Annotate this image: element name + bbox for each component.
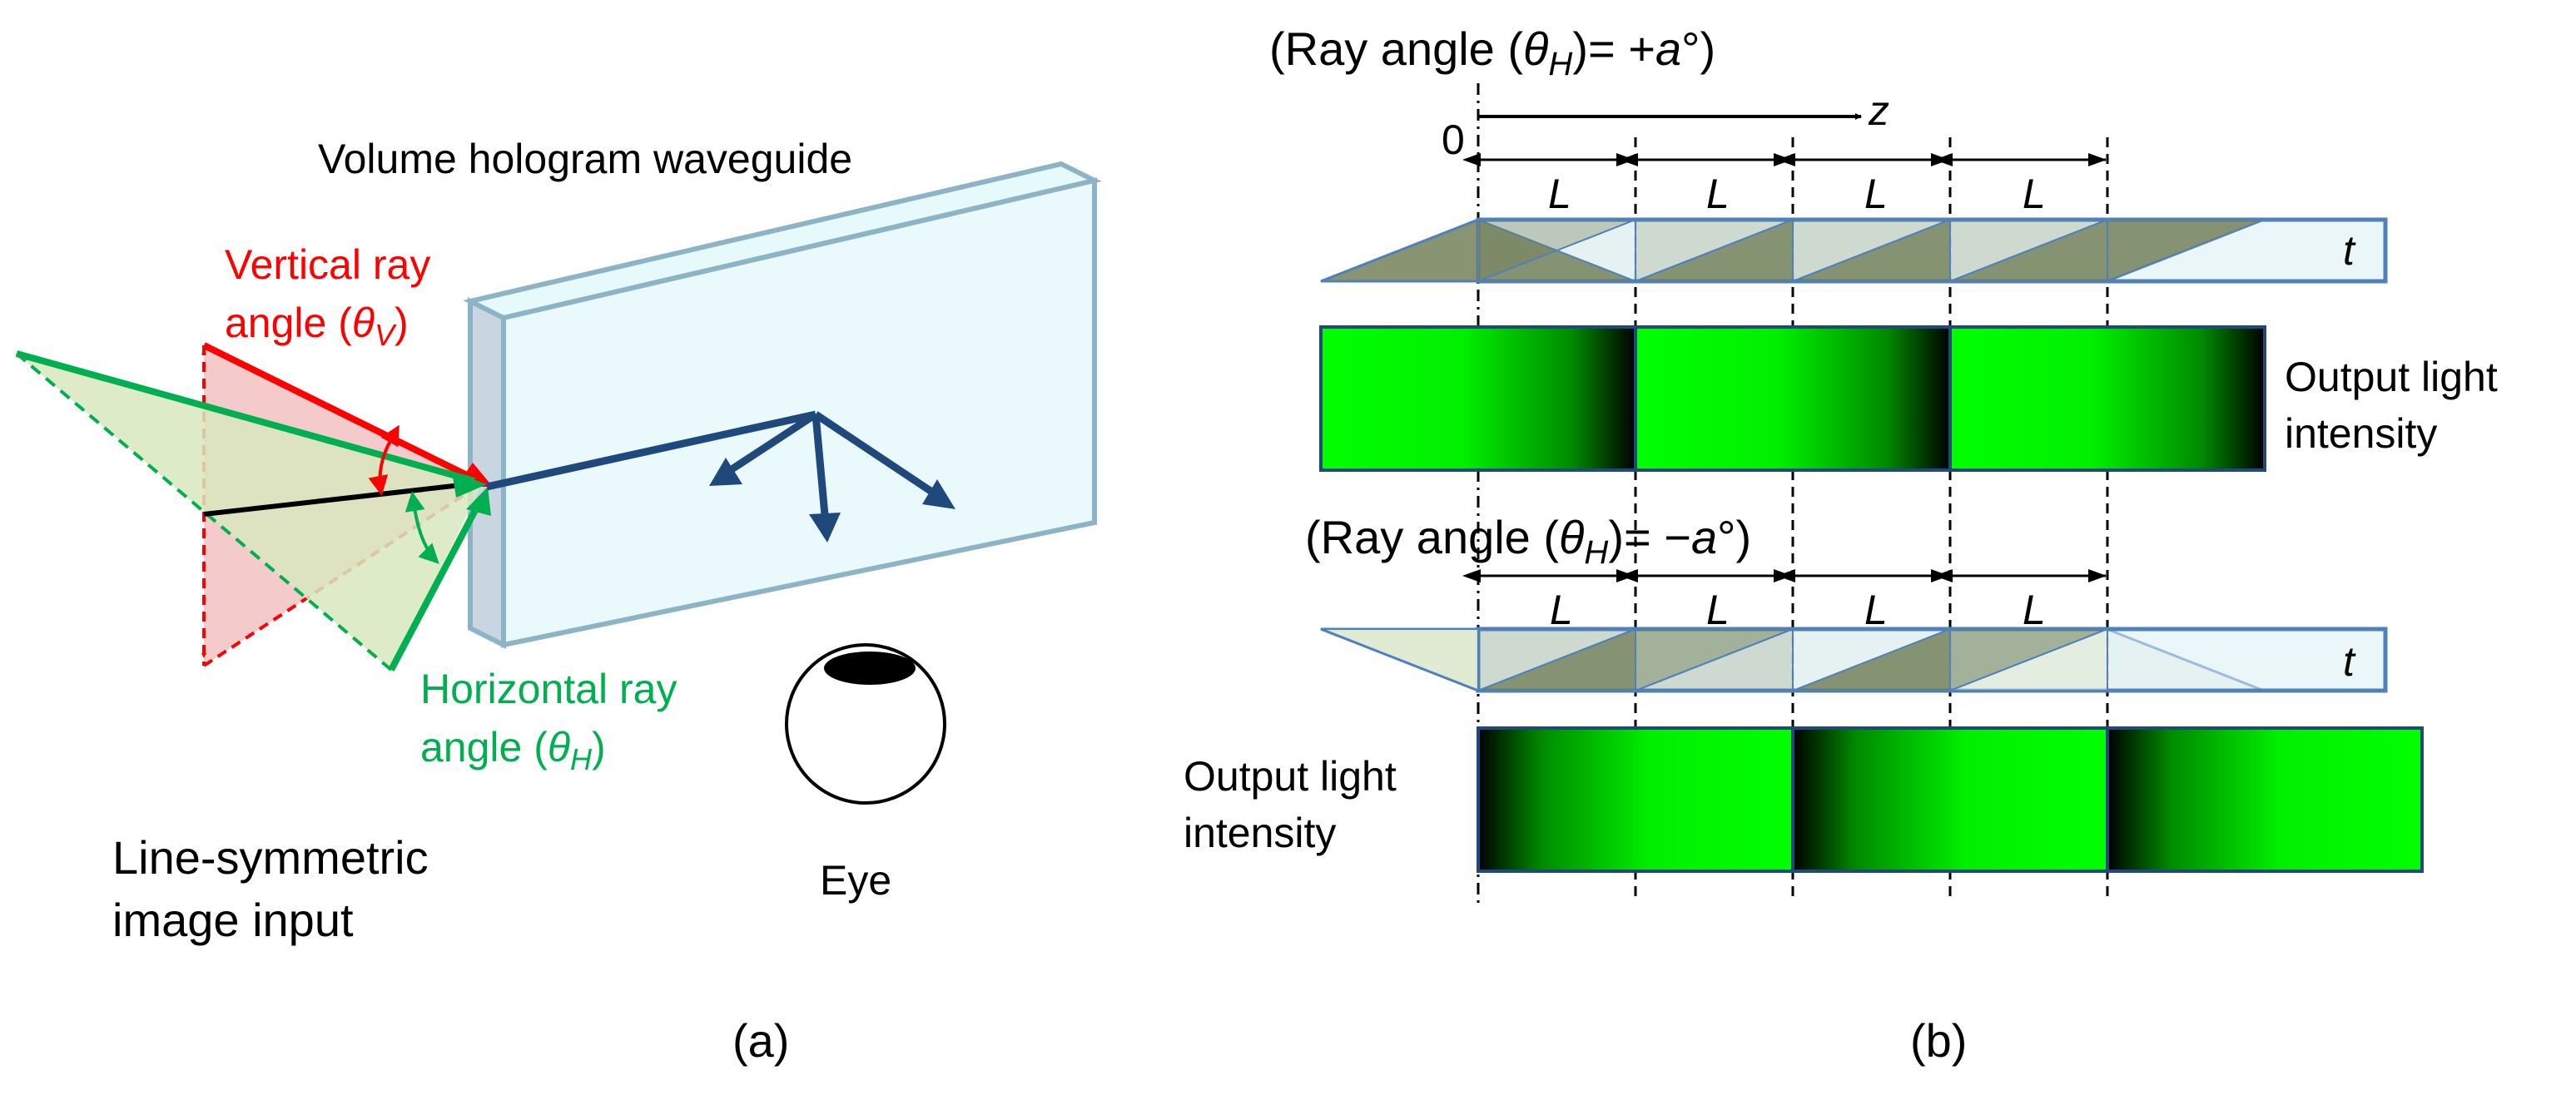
bottom-segment-label-1: L bbox=[1550, 587, 1573, 633]
guided-ray bbox=[486, 410, 955, 543]
top-output-label-line1: Output light bbox=[2285, 354, 2498, 400]
top-segment-label-1: L bbox=[1548, 171, 1571, 217]
horizontal-ray-label-line2: angle (θH) bbox=[420, 724, 606, 776]
caption-a: (a) bbox=[732, 1014, 789, 1067]
bottom-waveguide-strip bbox=[1320, 627, 2388, 693]
input-label-line2: image input bbox=[112, 894, 354, 946]
top-waveguide-strip bbox=[1320, 217, 2388, 284]
input-label-line1: Line-symmetric bbox=[112, 831, 429, 884]
vertical-ray-label-line2: angle (θV) bbox=[225, 300, 409, 352]
bottom-output-intensity-bar bbox=[1477, 726, 2424, 873]
top-thickness-label: t bbox=[2343, 227, 2356, 274]
top-title: (Ray angle (θH)= +a°) bbox=[1269, 22, 1715, 82]
top-output-label-line2: intensity bbox=[2285, 410, 2437, 457]
horizontal-angle-arc bbox=[405, 491, 439, 564]
top-segment-label-4: L bbox=[2023, 171, 2046, 217]
bottom-segment-label-3: L bbox=[1864, 587, 1888, 633]
panel-a: Volume hologram waveguide Vertical ray a… bbox=[15, 136, 1102, 1067]
top-segment-label-2: L bbox=[1706, 171, 1730, 217]
origin-label: 0 bbox=[1442, 116, 1465, 163]
top-output-intensity-bar bbox=[1319, 325, 2266, 472]
central-ray bbox=[203, 480, 484, 517]
bottom-thickness-label: t bbox=[2343, 638, 2356, 685]
caption-b: (b) bbox=[1910, 1014, 1967, 1067]
vertical-ray-label-line1: Vertical ray bbox=[225, 241, 430, 288]
bottom-title: (Ray angle (θH)= −a°) bbox=[1305, 511, 1751, 571]
horizontal-ray-label-line1: Horizontal ray bbox=[420, 666, 677, 712]
vertical-angle-arc bbox=[368, 424, 400, 496]
bottom-segment-label-4: L bbox=[2023, 587, 2046, 633]
top-segment-label-3: L bbox=[1864, 171, 1888, 217]
waveguide-label: Volume hologram waveguide bbox=[318, 136, 852, 182]
bottom-output-label-line1: Output light bbox=[1184, 753, 1397, 800]
bottom-segment-label-2: L bbox=[1706, 587, 1730, 633]
eye-label: Eye bbox=[820, 857, 891, 904]
volume-hologram-waveguide bbox=[463, 161, 1102, 649]
panel-b: z 0 (Ray angle (θH)= +a°) L L L L bbox=[1184, 22, 2498, 1067]
horizontal-ray-triangle bbox=[15, 352, 483, 671]
eye-icon bbox=[785, 643, 946, 805]
z-axis-label: z bbox=[1868, 87, 1889, 134]
bottom-output-label-line2: intensity bbox=[1184, 810, 1336, 856]
